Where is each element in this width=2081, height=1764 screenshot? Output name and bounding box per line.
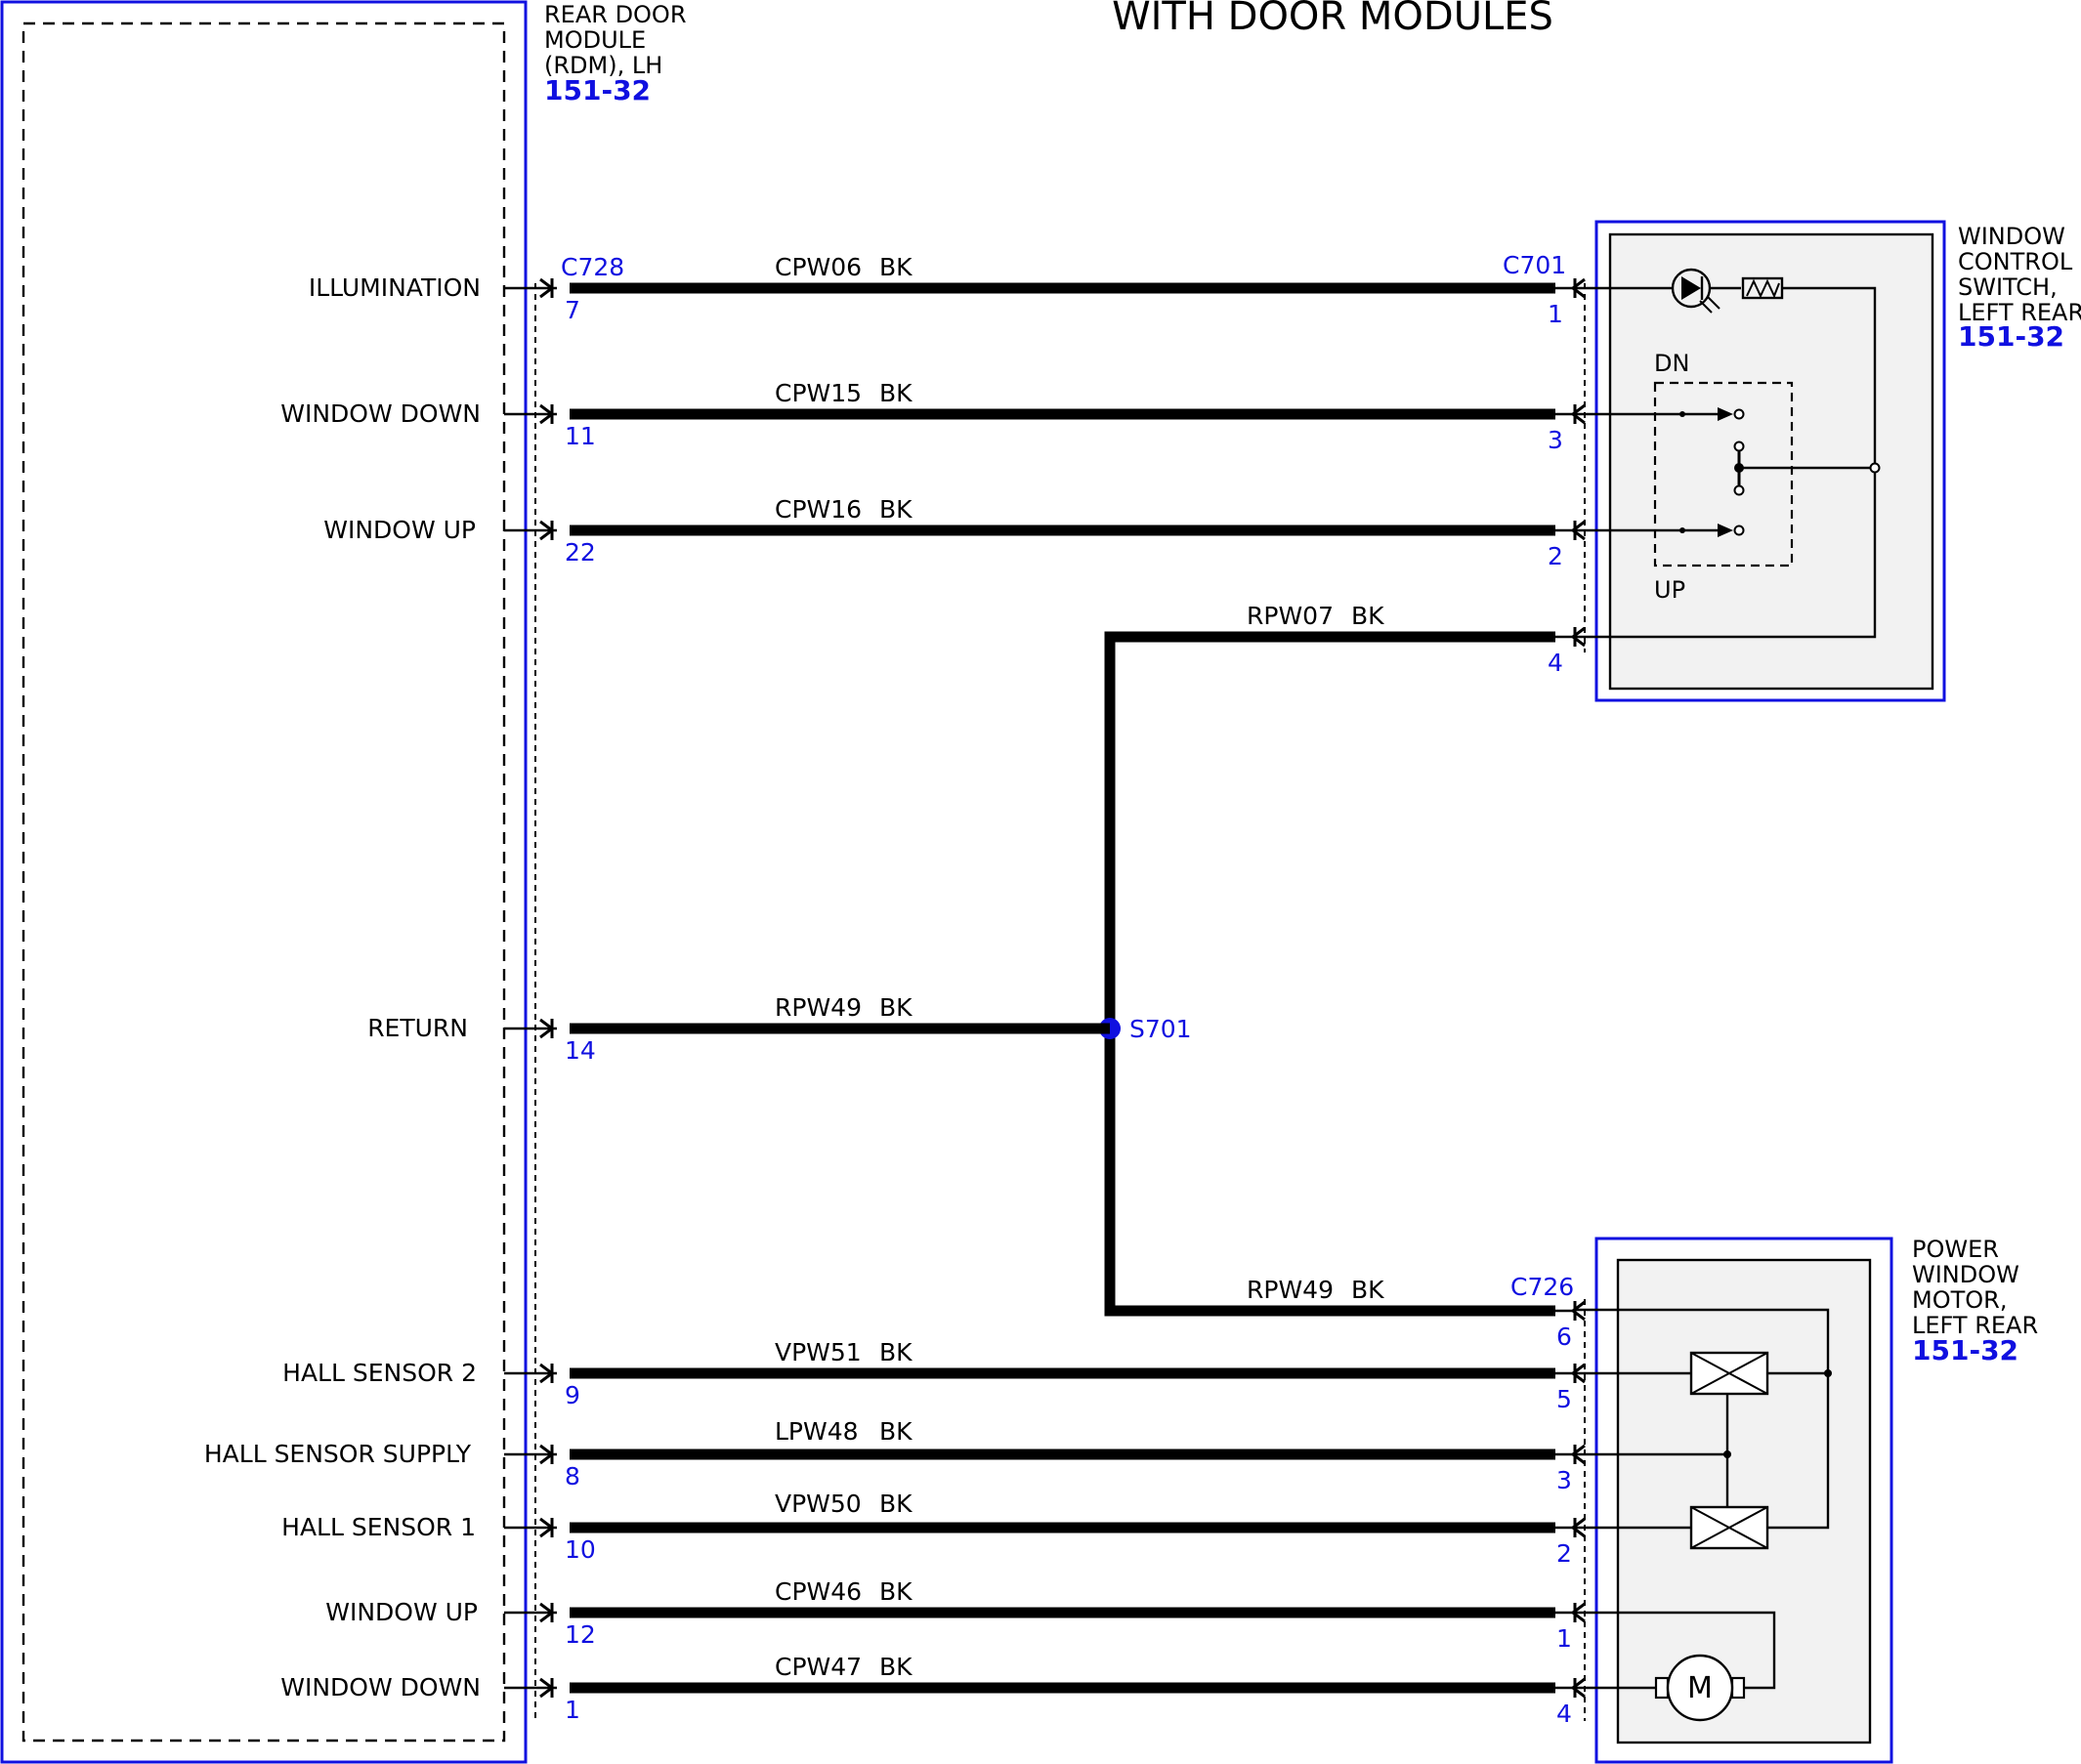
wire-id-label: VPW50	[775, 1490, 862, 1518]
window-control-switch: WINDOW CONTROL SWITCH, LEFT REAR 151-32 …	[1575, 220, 2081, 702]
rdm-pin-number: 11	[565, 422, 596, 450]
wire-color-label: BK	[879, 993, 913, 1022]
wire-color-label: BK	[1351, 602, 1384, 630]
signal-label: HALL SENSOR 1	[281, 1513, 476, 1541]
hall-sensor-icon	[1575, 1308, 1832, 1550]
wire-id-label: RPW07	[1247, 602, 1334, 630]
rdm-name-line-2: MODULE	[544, 26, 646, 54]
connector-c728-label: C728	[561, 253, 624, 281]
rdm-reference-link[interactable]: 151-32	[544, 74, 651, 106]
end-pin-number: 5	[1556, 1385, 1572, 1413]
motor-name-line-4: LEFT REAR	[1912, 1312, 2038, 1339]
rdm-name-line-1: REAR DOOR	[544, 1, 687, 28]
rdm-pin-number: 14	[565, 1036, 596, 1065]
signal-label: WINDOW DOWN	[280, 1673, 481, 1701]
signal-label: WINDOW UP	[325, 1598, 478, 1626]
wire-id-label: CPW47	[775, 1653, 862, 1681]
switch-name-line-4: LEFT REAR	[1958, 299, 2081, 326]
splice-trunk: S701	[570, 631, 1555, 1317]
connector-right: C701 C726	[1503, 251, 1586, 1721]
wire-id-label: CPW16	[775, 495, 862, 524]
splice-s701-label: S701	[1129, 1015, 1192, 1043]
power-window-motor-module: POWER WINDOW MOTOR, LEFT REAR 151-32	[1575, 1236, 2038, 1764]
wire-color-label: BK	[879, 495, 913, 524]
rdm-pin-number: 7	[565, 296, 580, 324]
diagram-title: WITH DOOR MODULES	[1112, 0, 1553, 39]
end-pin-number: 4	[1556, 1700, 1572, 1728]
rdm-module: REAR DOOR MODULE (RDM), LH 151-32	[0, 0, 687, 1764]
end-pin-number: 6	[1556, 1323, 1572, 1351]
switch-name-line-3: SWITCH,	[1958, 273, 2058, 301]
rdm-pin-number: 1	[565, 1696, 580, 1724]
connector-c726-label: C726	[1510, 1273, 1574, 1301]
wire-id-label: RPW49	[1247, 1276, 1334, 1304]
switch-name-line-1: WINDOW	[1958, 223, 2065, 250]
motor-name-line-1: POWER	[1912, 1236, 1999, 1263]
wire-color-label: BK	[879, 1577, 913, 1606]
illumination-led-icon	[1575, 268, 1741, 314]
wire-color-label: BK	[879, 1338, 913, 1366]
wire-id-label: VPW51	[775, 1338, 862, 1366]
signal-label: HALL SENSOR 2	[282, 1359, 477, 1387]
rdm-name-line-3: (RDM), LH	[544, 52, 662, 79]
wire-color-label: BK	[879, 1653, 913, 1681]
rdm-pin-number: 12	[565, 1620, 596, 1649]
end-pin-number: 1	[1548, 300, 1563, 328]
motor-name-line-3: MOTOR,	[1912, 1286, 2007, 1314]
end-pin-number: 3	[1548, 426, 1563, 454]
rdm-pin-number: 10	[565, 1535, 596, 1564]
rdm-pin-number: 9	[565, 1381, 580, 1409]
signal-label: HALL SENSOR SUPPLY	[204, 1440, 472, 1468]
motor-name-line-2: WINDOW	[1912, 1261, 2019, 1288]
motor-symbol-label: M	[1687, 1671, 1713, 1705]
window-motor-icon: M	[1575, 1611, 1776, 1722]
switch-name-line-2: CONTROL	[1958, 248, 2073, 275]
switch-up-label: UP	[1654, 576, 1685, 604]
wire-color-label: BK	[879, 1490, 913, 1518]
end-pin-number: 1	[1556, 1624, 1572, 1653]
window-switch-contacts-icon: DN UP	[1575, 350, 1881, 604]
wire-id-label: LPW48	[775, 1417, 859, 1446]
signal-label: ILLUMINATION	[309, 273, 481, 302]
rdm-pin-number: 22	[565, 538, 596, 567]
connector-c728: C728	[534, 253, 624, 1721]
end-pin-number: 3	[1556, 1466, 1572, 1494]
wire-color-label: BK	[1351, 1276, 1384, 1304]
rdm-pin-number: 8	[565, 1462, 580, 1491]
connector-c701-label: C701	[1503, 251, 1566, 279]
motor-reference-link[interactable]: 151-32	[1912, 1334, 2018, 1366]
wire-id-label: RPW49	[775, 993, 862, 1022]
wire-id-label: CPW46	[775, 1577, 862, 1606]
end-pin-number: 4	[1548, 649, 1563, 677]
wire-color-label: BK	[879, 1417, 913, 1446]
wire-id-label: CPW15	[775, 379, 862, 407]
wire-id-label: CPW06	[775, 253, 862, 281]
wire-color-label: BK	[879, 379, 913, 407]
end-pin-number: 2	[1548, 542, 1563, 570]
signal-label: RETURN	[367, 1014, 468, 1042]
signal-label: WINDOW UP	[323, 516, 476, 544]
switch-reference-link[interactable]: 151-32	[1958, 320, 2064, 353]
end-pin-number: 2	[1556, 1539, 1572, 1568]
wire-color-label: BK	[879, 253, 913, 281]
switch-dn-label: DN	[1654, 350, 1689, 377]
signal-label: WINDOW DOWN	[280, 399, 481, 428]
